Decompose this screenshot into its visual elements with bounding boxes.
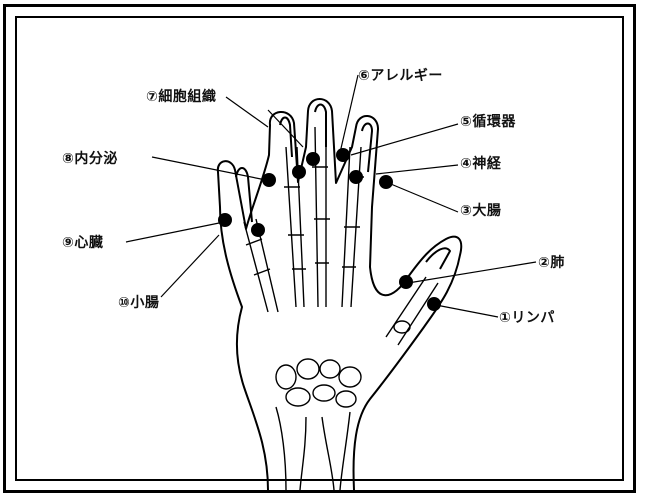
label-endocrine: ⑧内分泌: [62, 148, 118, 168]
label-cell-tissue: ⑦細胞組織: [146, 86, 216, 106]
label-nerve: ④神経: [460, 153, 501, 173]
label-allergy: ⑥アレルギー: [358, 65, 443, 85]
label-large-intestine: ③大腸: [460, 200, 501, 220]
point-small-intestine: [251, 223, 265, 237]
point-endocrine: [262, 173, 276, 187]
point-heart: [218, 213, 232, 227]
label-circulatory: ⑤循環器: [460, 111, 516, 131]
point-circulatory: [336, 148, 350, 162]
point-cell-tissue: [292, 165, 306, 179]
label-small-intestine: ⑩小腸: [118, 292, 159, 312]
label-lung: ②肺: [538, 252, 565, 272]
label-heart: ⑨心臓: [62, 232, 103, 252]
point-allergy: [306, 152, 320, 166]
point-lung: [399, 275, 413, 289]
label-lymph: ①リンパ: [499, 307, 555, 327]
diagram-frame: ①リンパ ②肺 ③大腸 ④神経 ⑤循環器 ⑥アレルギー ⑦細胞組織 ⑧内分泌 ⑨…: [3, 4, 636, 493]
point-lymph: [427, 297, 441, 311]
point-nerve: [349, 170, 363, 184]
pressure-points: [218, 148, 441, 311]
point-large-intestine: [379, 175, 393, 189]
